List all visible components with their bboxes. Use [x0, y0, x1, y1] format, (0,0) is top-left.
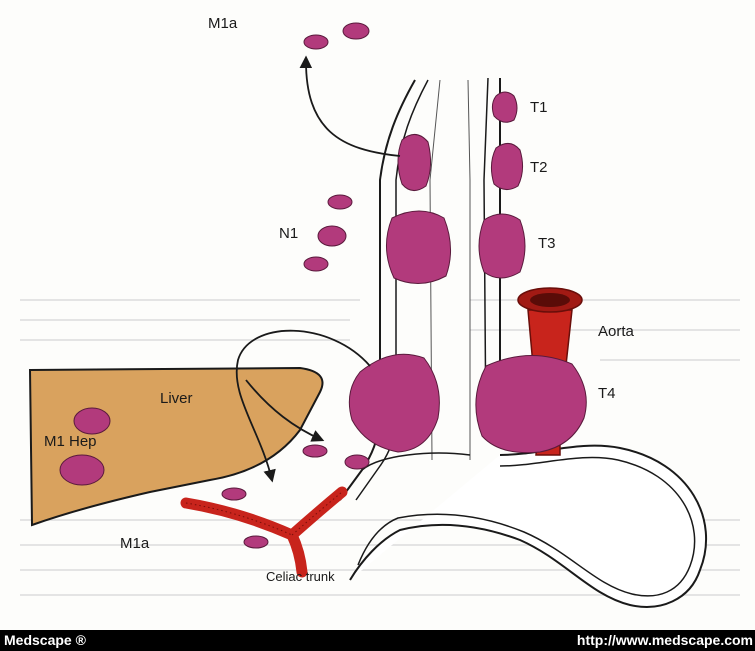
label-t1: T1 — [530, 99, 548, 116]
tumor-t2-left — [398, 134, 431, 190]
m1a-node — [303, 445, 327, 457]
label-t3: T3 — [538, 235, 556, 252]
m1a-node — [345, 455, 369, 469]
tumor-t3-right — [479, 214, 525, 278]
liver-metastasis — [74, 408, 110, 434]
celiac-trunk-vessel — [186, 492, 342, 572]
tumor-t4-right — [476, 355, 586, 452]
label-n1: N1 — [279, 225, 298, 242]
label-t4: T4 — [598, 385, 616, 402]
n1-node — [328, 195, 352, 209]
footer-bar: Medscape ® http://www.medscape.com — [0, 630, 755, 651]
esophageal-cancer-staging-diagram: M1a T1 T2 T3 N1 Aorta T4 Liver M1 Hep M1… — [0, 0, 755, 630]
label-m1a-top: M1a — [208, 15, 238, 32]
liver-metastasis — [60, 455, 104, 485]
m1a-node — [343, 23, 369, 39]
tumor-t2-right — [491, 143, 522, 189]
m1a-node — [222, 488, 246, 500]
label-celiac-trunk: Celiac trunk — [266, 569, 335, 584]
footer-brand: Medscape ® — [4, 630, 86, 651]
m1a-node — [304, 35, 328, 49]
label-liver: Liver — [160, 390, 193, 407]
n1-node — [304, 257, 328, 271]
tumor-t1 — [492, 92, 517, 122]
footer-url[interactable]: http://www.medscape.com — [577, 630, 753, 651]
stomach-outline — [350, 446, 706, 607]
label-aorta: Aorta — [598, 323, 635, 340]
esophagus-lumen-right — [468, 80, 470, 460]
tumor-t4-left — [349, 354, 439, 452]
label-t2: T2 — [530, 159, 548, 176]
aorta-lumen — [530, 293, 570, 307]
m1a-node — [244, 536, 268, 548]
n1-node — [318, 226, 346, 246]
label-m1a-bottom: M1a — [120, 535, 150, 552]
spread-arrow-to-m1a-top — [306, 58, 400, 156]
tumor-t3-left — [386, 211, 450, 284]
label-m1-hep: M1 Hep — [44, 433, 97, 450]
